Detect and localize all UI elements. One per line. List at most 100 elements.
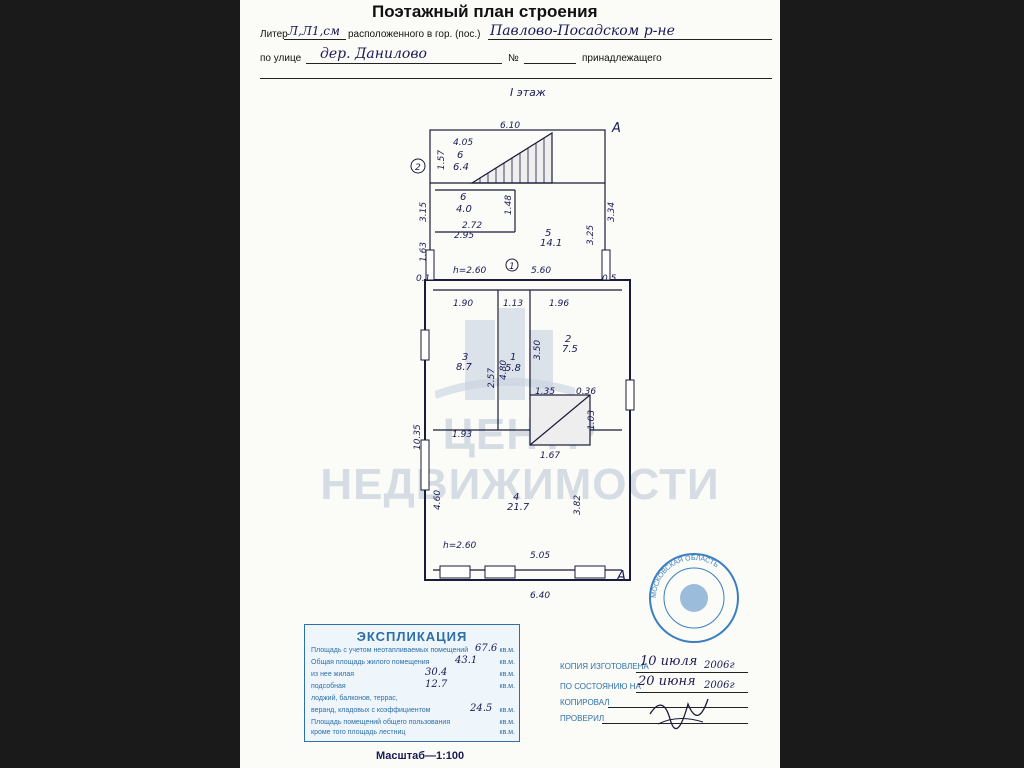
expl-row-unit: кв.м. [499, 729, 515, 736]
expl-row-value: 30.4 [425, 667, 448, 678]
number-label: № [508, 53, 519, 64]
room-5-number: 5 [545, 228, 551, 239]
dim-w4: 1.93 [452, 430, 472, 440]
copy-made-underline [636, 672, 748, 673]
expl-row-unit: кв.м. [499, 671, 515, 678]
expl-row-unit: кв.м. [499, 707, 515, 714]
room-3-number: 3 [462, 352, 468, 363]
expl-row-label: лоджий, балконов, террас, [311, 695, 398, 702]
dim-mid-w: 5.60 [531, 266, 551, 276]
room-6a-area: 6.4 [453, 162, 469, 173]
dim-r6-h: 1.48 [504, 195, 514, 215]
copy-made-label: КОПИЯ ИЗГОТОВЛЕНА [560, 662, 649, 671]
expl-row-label: Площадь с учетом неотапливаемых помещени… [311, 647, 469, 654]
expl-row-value: 12.7 [425, 679, 448, 690]
located-label: расположенного в гор. (пос.) [348, 29, 481, 40]
expl-row-label: Общая площадь жилого помещения [311, 659, 430, 666]
room-6a-number: 6 [457, 150, 463, 161]
dim-w1: 1.90 [453, 299, 473, 309]
dim-v4: 4.60 [433, 490, 443, 510]
dim-stair-h: 1.57 [437, 150, 447, 170]
dim-right-h1: 3.34 [607, 202, 617, 222]
street-value: дер. Данилово [320, 46, 427, 62]
room-4-area: 21.7 [507, 502, 530, 513]
room-2-number: 2 [565, 334, 571, 345]
dim-s2: 0.36 [576, 387, 596, 397]
scale-label: Масштаб—1:100 [376, 750, 465, 762]
official-stamp: МОСКОВСКАЯ ОБЛАСТЬ [649, 553, 739, 643]
copy-state-label: ПО СОСТОЯНИЮ НА [560, 682, 641, 691]
dim-v1: 2.57 [487, 368, 497, 388]
axis-2-circle [410, 158, 426, 174]
dim-stair-w: 4.05 [453, 138, 473, 148]
explication-box: ЭКСПЛИКАЦИЯ Площадь с учетом неотапливае… [304, 624, 520, 742]
dim-v3: 3.50 [533, 340, 543, 360]
expl-row-value: 67.6 [475, 643, 498, 654]
document-sheet: Поэтажный план строения Литер Л,Л1,см ра… [240, 0, 780, 768]
dim-left-h2: 1.63 [419, 242, 429, 262]
floor-label: I этаж [510, 86, 546, 99]
dim-h-lower: h=2.60 [443, 541, 477, 551]
liter-label: Литер [260, 29, 288, 40]
copied-underline [608, 707, 748, 708]
axis-1-label: 1 [509, 262, 515, 272]
located-value: Павлово-Посадском р-не [490, 23, 675, 39]
expl-row-label: из нее жилая [311, 671, 355, 678]
dim-s1: 1.35 [535, 387, 555, 397]
dim-wall-l: 0.1 [416, 274, 430, 284]
dim-w3: 1.96 [549, 299, 569, 309]
copied-label: КОПИРОВАЛ [560, 698, 610, 707]
watermark-text: ЦЕНТР НЕДВИЖИМОСТИ [320, 410, 720, 509]
room-1-number: 1 [510, 352, 516, 363]
room-4-number: 4 [513, 492, 519, 503]
street-underline [306, 63, 502, 64]
dim-r6-w1: 2.72 [462, 221, 482, 231]
expl-row-unit: кв.м. [499, 683, 515, 690]
dim-left-big: 10.35 [413, 424, 423, 450]
dim-w2: 1.13 [503, 299, 523, 309]
axis-2-label: 2 [415, 163, 421, 173]
copy-made-value: 10 июля [640, 654, 698, 669]
lower-section-outline [424, 279, 631, 581]
dim-right-h2: 3.25 [586, 225, 596, 245]
stair-steps [479, 138, 545, 183]
copy-state-underline [636, 692, 748, 693]
dim-h-upper: h=2.60 [453, 266, 487, 276]
watermark-logo [435, 308, 575, 400]
copy-state-value: 20 июня [638, 674, 696, 689]
signature [649, 698, 709, 730]
liter-value: Л,Л1,см [288, 24, 340, 38]
expl-row-unit: кв.м. [499, 719, 515, 726]
dim-wall-r: 0.5 [602, 274, 617, 284]
room-5-area: 14.1 [540, 238, 562, 249]
dim-bottom: 6.40 [530, 591, 550, 601]
copy-made-year: 2006г [704, 660, 735, 671]
dim-top-width: 6.10 [500, 121, 520, 131]
axis-a-bottom: А [616, 569, 626, 584]
dim-w5: 1.67 [540, 451, 560, 461]
expl-row-value: 24.5 [470, 703, 493, 714]
expl-row-unit: кв.м. [499, 659, 515, 666]
street-label: по улице [260, 53, 302, 64]
room-1-area: 5.8 [505, 363, 521, 374]
located-underline [488, 39, 772, 40]
copy-state-year: 2006г [704, 680, 735, 691]
expl-row-label: Площадь помещений общего пользования [311, 719, 451, 726]
expl-row-label: кроме того площадь лестниц [311, 729, 406, 736]
belongs-label: принадлежащего [582, 53, 662, 64]
expl-row-unit: кв.м. [499, 647, 515, 654]
dim-s3: 1.03 [587, 410, 597, 430]
expl-row-label: подсобная [311, 683, 346, 690]
room-6-area: 4.0 [456, 204, 472, 215]
expl-row-label: веранд, кладовых с коэффициентом [311, 707, 431, 714]
dim-v2: 4.80 [499, 360, 509, 380]
axis-1-circle [505, 258, 519, 272]
checked-label: ПРОВЕРИЛ [560, 714, 605, 723]
axis-a-top: А [611, 121, 621, 136]
dim-left-h1: 3.15 [419, 202, 429, 222]
room-6-number: 6 [460, 192, 466, 203]
dim-r6-w2: 2.95 [454, 231, 474, 241]
dim-v5: 3.82 [573, 495, 583, 515]
room-2-area: 7.5 [562, 344, 578, 355]
room-3-area: 8.7 [456, 362, 473, 373]
